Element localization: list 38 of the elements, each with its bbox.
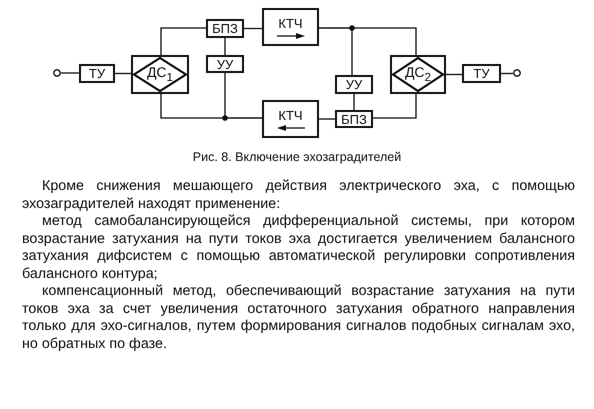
block-label: КТЧ (278, 108, 303, 122)
connector-line (244, 28, 262, 30)
body-paragraph: метод самобалансирующейся дифференциальной системы, при котором возрастание затухания на пути токов эха достигается увеличением балансного затухания дифсистем с помощью автоматической регулировки сопротивления балансного контура; (22, 213, 575, 284)
bridge-box (131, 55, 189, 94)
block-label: УУ (346, 78, 362, 91)
block-label: УУ (216, 58, 234, 70)
connector-line (446, 74, 462, 76)
connector-line (501, 72, 513, 74)
figure-caption: Рис. 8. Включение эхозаградителей (192, 150, 402, 164)
terminal-circle (53, 69, 61, 77)
block-box (262, 100, 319, 138)
block-box (335, 75, 373, 94)
terminal-circle (513, 69, 521, 77)
block-label: ДС$_{2}$ (404, 65, 432, 84)
block-box (206, 19, 244, 38)
connector-line (373, 94, 417, 119)
body-paragraph: компенсационный метод, обеспечивающий возрастание затухания на пути токов эха за счет увеличения остаточного затухания обратного направления только для эхо-сигналов, путем формирования сигналов подобных сигналам эхо, но обратных по фазе. (22, 283, 575, 354)
connector-line (224, 38, 226, 55)
block-label: КТЧ (278, 16, 303, 30)
connector-line (61, 72, 79, 74)
block-label: ДС$_{1}$ (146, 65, 174, 84)
block-label: ТУ (88, 67, 106, 80)
block-box (79, 64, 115, 83)
bridge-box (390, 55, 446, 94)
connector-line (319, 118, 335, 120)
block-label: БПЗ (341, 112, 367, 126)
connector-line (160, 94, 262, 119)
block-label: ТУ (473, 67, 490, 80)
connector-line (160, 27, 206, 55)
block-box (262, 8, 319, 46)
connector-line (115, 72, 131, 74)
connector-line (353, 94, 355, 110)
block-box (206, 55, 244, 73)
block-label: БПЗ (212, 22, 238, 35)
connector-line (319, 27, 353, 75)
block-box (462, 64, 501, 83)
body-paragraph: Кроме снижения мешающего действия электрического эха, с помощью эхозаградителей находят применение: (22, 178, 575, 214)
block-box (335, 110, 373, 128)
